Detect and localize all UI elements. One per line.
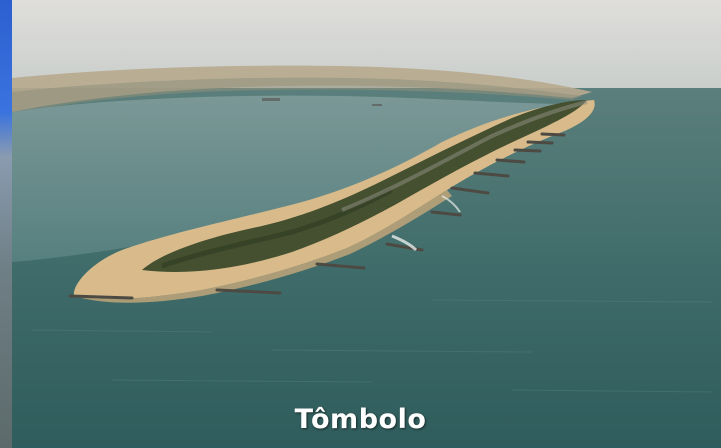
image-caption: Tômbolo xyxy=(294,404,427,435)
tree-line xyxy=(161,187,394,269)
far-coastline xyxy=(12,65,592,112)
left-edge-strip xyxy=(0,0,12,448)
wet-sand-edge xyxy=(74,190,452,303)
far-city-haze xyxy=(12,77,582,114)
surf-foam xyxy=(391,234,418,252)
boat xyxy=(262,98,280,101)
aerial-photo-tombolo xyxy=(12,0,721,448)
buildings-row xyxy=(341,100,588,212)
lagoon-water xyxy=(12,95,572,262)
sea-texture xyxy=(31,299,713,393)
boat xyxy=(372,104,382,106)
surf-foam-2 xyxy=(441,195,461,213)
